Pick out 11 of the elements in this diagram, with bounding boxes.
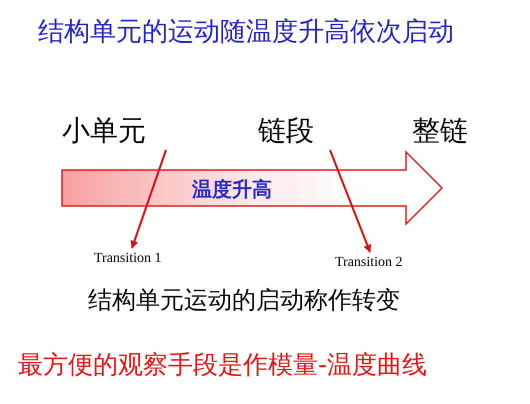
arrow-label: 温度升高 bbox=[192, 176, 272, 203]
transition-label: Transition 1 bbox=[94, 251, 162, 267]
transition-label: Transition 2 bbox=[335, 255, 403, 271]
arrow bbox=[130, 150, 167, 249]
statement-text: 结构单元运动的启动称作转变 bbox=[88, 285, 400, 316]
unit-label: 链段 bbox=[258, 113, 314, 149]
conclusion-text: 最方便的观察手段是作模量-温度曲线 bbox=[18, 349, 428, 381]
unit-label: 整链 bbox=[412, 113, 468, 149]
title: 结构单元的运动随温度升高依次启动 bbox=[38, 16, 454, 49]
unit-label: 小单元 bbox=[62, 113, 146, 149]
arrow bbox=[329, 150, 372, 253]
